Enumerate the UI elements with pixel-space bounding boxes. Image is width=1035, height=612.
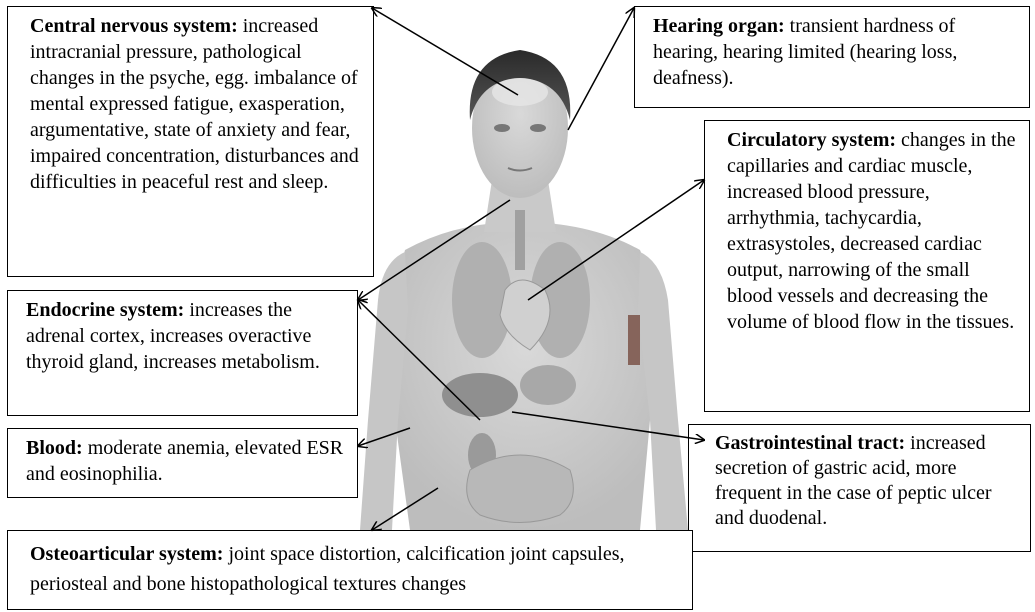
hearing-organ-box: Hearing organ: transient hardness of hea…	[634, 6, 1030, 108]
blood-box: Blood: moderate anemia, elevated ESR and…	[7, 428, 358, 498]
circulatory-text: changes in the capillaries and cardiac m…	[727, 129, 1015, 333]
circulatory-title: Circulatory system:	[727, 129, 896, 151]
gastrointestinal-tract-box: Gastrointestinal tract: increased secret…	[688, 424, 1031, 552]
endocrine-system-box: Endocrine system: increases the adrenal …	[7, 290, 358, 416]
right-eye	[530, 124, 546, 132]
endocrine-title: Endocrine system:	[26, 299, 184, 321]
osteo-title: Osteoarticular system:	[30, 543, 223, 565]
left-eye	[494, 124, 510, 132]
circulatory-system-box: Circulatory system: changes in the capil…	[704, 120, 1030, 412]
brain-region	[492, 78, 548, 106]
blood-title: Blood:	[26, 437, 83, 459]
cns-text: increased intracranial pressure, patholo…	[30, 15, 359, 193]
hearing-title: Hearing organ:	[653, 15, 785, 37]
gi-title: Gastrointestinal tract:	[715, 432, 905, 454]
trachea	[515, 210, 525, 270]
liver-organ	[442, 373, 518, 417]
central-nervous-system-box: Central nervous system: increased intrac…	[7, 6, 374, 277]
stomach-organ	[520, 365, 576, 405]
forearm-vessel	[628, 315, 640, 365]
intestines	[467, 455, 574, 523]
cns-title: Central nervous system:	[30, 15, 238, 37]
osteoarticular-system-box: Osteoarticular system: joint space disto…	[7, 530, 693, 610]
